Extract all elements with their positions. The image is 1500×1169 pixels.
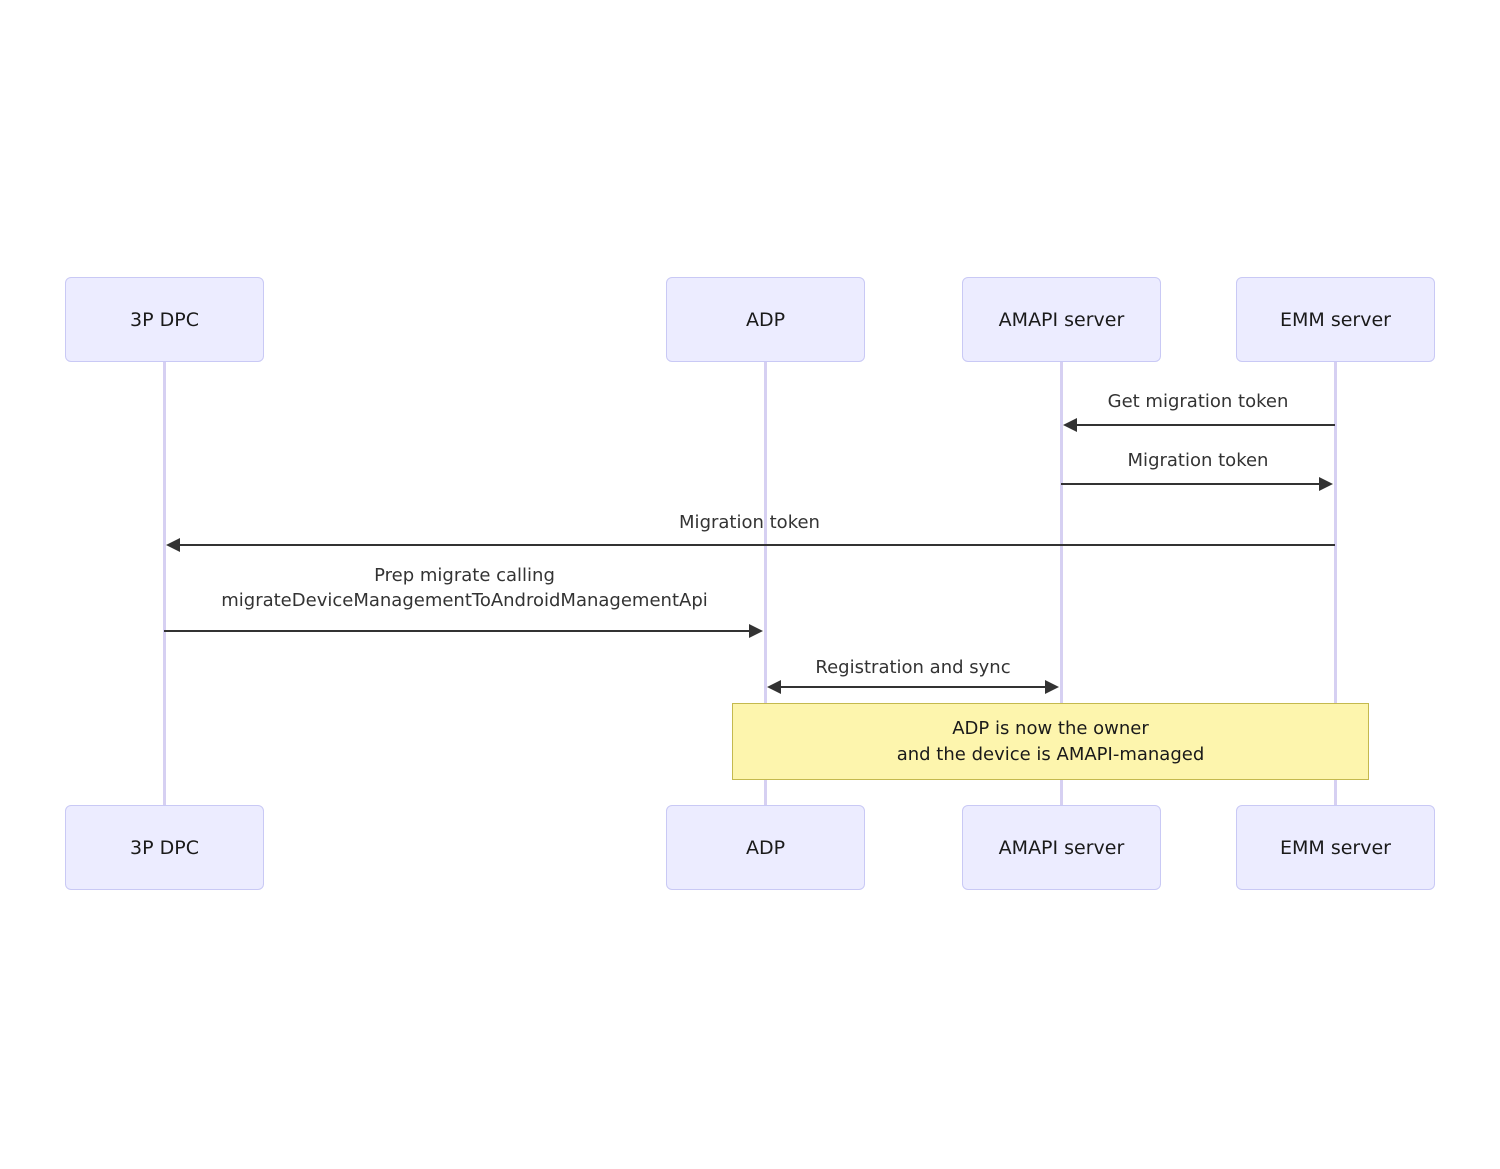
lifeline-adp <box>764 362 767 805</box>
message-line-m1 <box>1073 424 1335 426</box>
message-label-m1: Get migration token <box>1107 391 1289 412</box>
arrow-head-left-m3 <box>166 538 180 552</box>
participant-adp-bottom[interactable]: ADP <box>666 805 865 890</box>
arrow-head-right-m5 <box>1045 680 1059 694</box>
lifeline-amapi <box>1060 362 1063 805</box>
message-line-m3 <box>176 544 1335 546</box>
participant-label: AMAPI server <box>998 308 1125 331</box>
participant-label: EMM server <box>1280 308 1391 331</box>
arrow-head-left-m1 <box>1063 418 1077 432</box>
note-n1: ADP is now the owner and the device is A… <box>732 703 1369 780</box>
message-label-m3: Migration token <box>679 512 820 533</box>
lifeline-emm <box>1334 362 1337 805</box>
participant-amapi-top[interactable]: AMAPI server <box>962 277 1161 362</box>
participant-label: ADP <box>745 836 786 859</box>
arrow-head-left-m5 <box>767 680 781 694</box>
participant-adp-top[interactable]: ADP <box>666 277 865 362</box>
message-label-m2: Migration token <box>1127 450 1269 471</box>
note-text: ADP is now the owner and the device is A… <box>896 717 1205 765</box>
participant-dpc-bottom[interactable]: 3P DPC <box>65 805 264 890</box>
participant-dpc-top[interactable]: 3P DPC <box>65 277 264 362</box>
participant-emm-top[interactable]: EMM server <box>1236 277 1435 362</box>
message-line-m2 <box>1061 483 1323 485</box>
message-line-m4 <box>164 630 753 632</box>
lifeline-dpc <box>163 362 166 805</box>
participant-label: ADP <box>745 308 786 331</box>
participant-label: 3P DPC <box>130 308 199 331</box>
message-label-m5: Registration and sync <box>815 657 1011 678</box>
message-line-m5 <box>777 686 1049 688</box>
participant-amapi-bottom[interactable]: AMAPI server <box>962 805 1161 890</box>
participant-label: 3P DPC <box>130 836 199 859</box>
arrow-head-right-m2 <box>1319 477 1333 491</box>
participant-label: AMAPI server <box>998 836 1125 859</box>
participant-label: EMM server <box>1280 836 1391 859</box>
message-label-m4: Prep migrate calling migrateDeviceManage… <box>221 565 708 611</box>
arrow-head-right-m4 <box>749 624 763 638</box>
participant-emm-bottom[interactable]: EMM server <box>1236 805 1435 890</box>
